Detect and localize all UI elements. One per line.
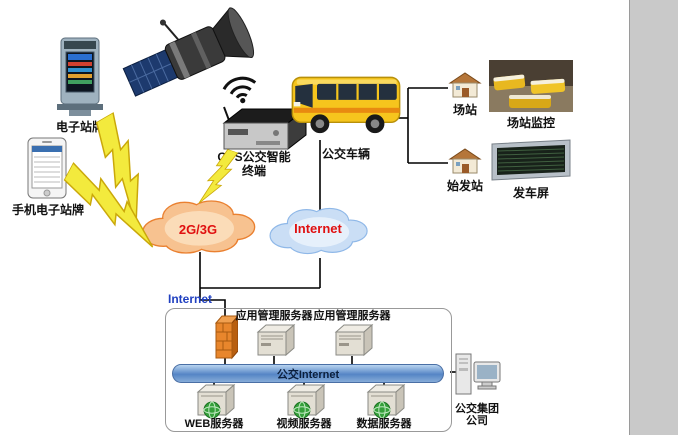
web-server-label: WEB服务器: [184, 418, 244, 430]
internet-cloud: [269, 207, 368, 255]
mobile-network-cloud-label: 2G/3G: [178, 222, 218, 237]
gps-terminal-label-line2: 终端: [241, 164, 266, 178]
kiosk-icon: [57, 37, 103, 116]
lightning-bolt-kiosk: [95, 111, 140, 227]
app-server1-label: 应用管理服务器: [235, 310, 313, 322]
origin-house-icon: [448, 148, 482, 174]
wifi-signal-icon: [222, 76, 257, 104]
satellite-icon: [122, 7, 255, 97]
video-server-label: 视频服务器: [276, 418, 332, 430]
app-server1-icon: [256, 323, 296, 357]
company-label-line2: 公司: [466, 415, 488, 427]
kiosk-label: 电子站牌: [55, 120, 104, 134]
depot-house-icon: [448, 72, 482, 98]
lightning-bolt-phone: [63, 161, 154, 248]
bus-label: 公交车辆: [321, 147, 370, 161]
internet-cloud-label: Internet: [294, 221, 342, 236]
origin-label: 始发站: [446, 179, 483, 193]
app-server2-icon: [334, 323, 374, 357]
datacenter-box: [165, 308, 452, 432]
phone-label: 手机电子站牌: [11, 203, 84, 217]
depot-monitor-photo: [489, 60, 573, 112]
company-workstation-icon: [455, 353, 501, 395]
internet-link-label: Internet: [168, 292, 213, 306]
firewall-icon: [214, 315, 238, 360]
company-label-line1: 公交集团: [455, 403, 499, 415]
page-margin-band: [629, 0, 678, 435]
departure-screen-photo: [491, 139, 571, 181]
lightning-bolt-gps: [198, 148, 239, 204]
mobile-network-cloud: [141, 200, 256, 254]
bus-icon: [291, 76, 401, 134]
data-server-icon: [366, 383, 406, 419]
web-server-icon: [196, 383, 236, 419]
departure-screen-label: 发车屏: [512, 186, 549, 200]
app-server2-label: 应用管理服务器: [313, 310, 391, 322]
depot-label: 场站: [452, 103, 477, 117]
video-server-icon: [286, 383, 326, 419]
depot-monitor-label: 场站监控: [506, 116, 555, 130]
phone-icon: [27, 137, 67, 199]
backbone-bar: 公交Internet: [172, 364, 444, 383]
company-label: 公交集团 公司: [444, 403, 510, 427]
data-server-label: 数据服务器: [356, 418, 412, 430]
